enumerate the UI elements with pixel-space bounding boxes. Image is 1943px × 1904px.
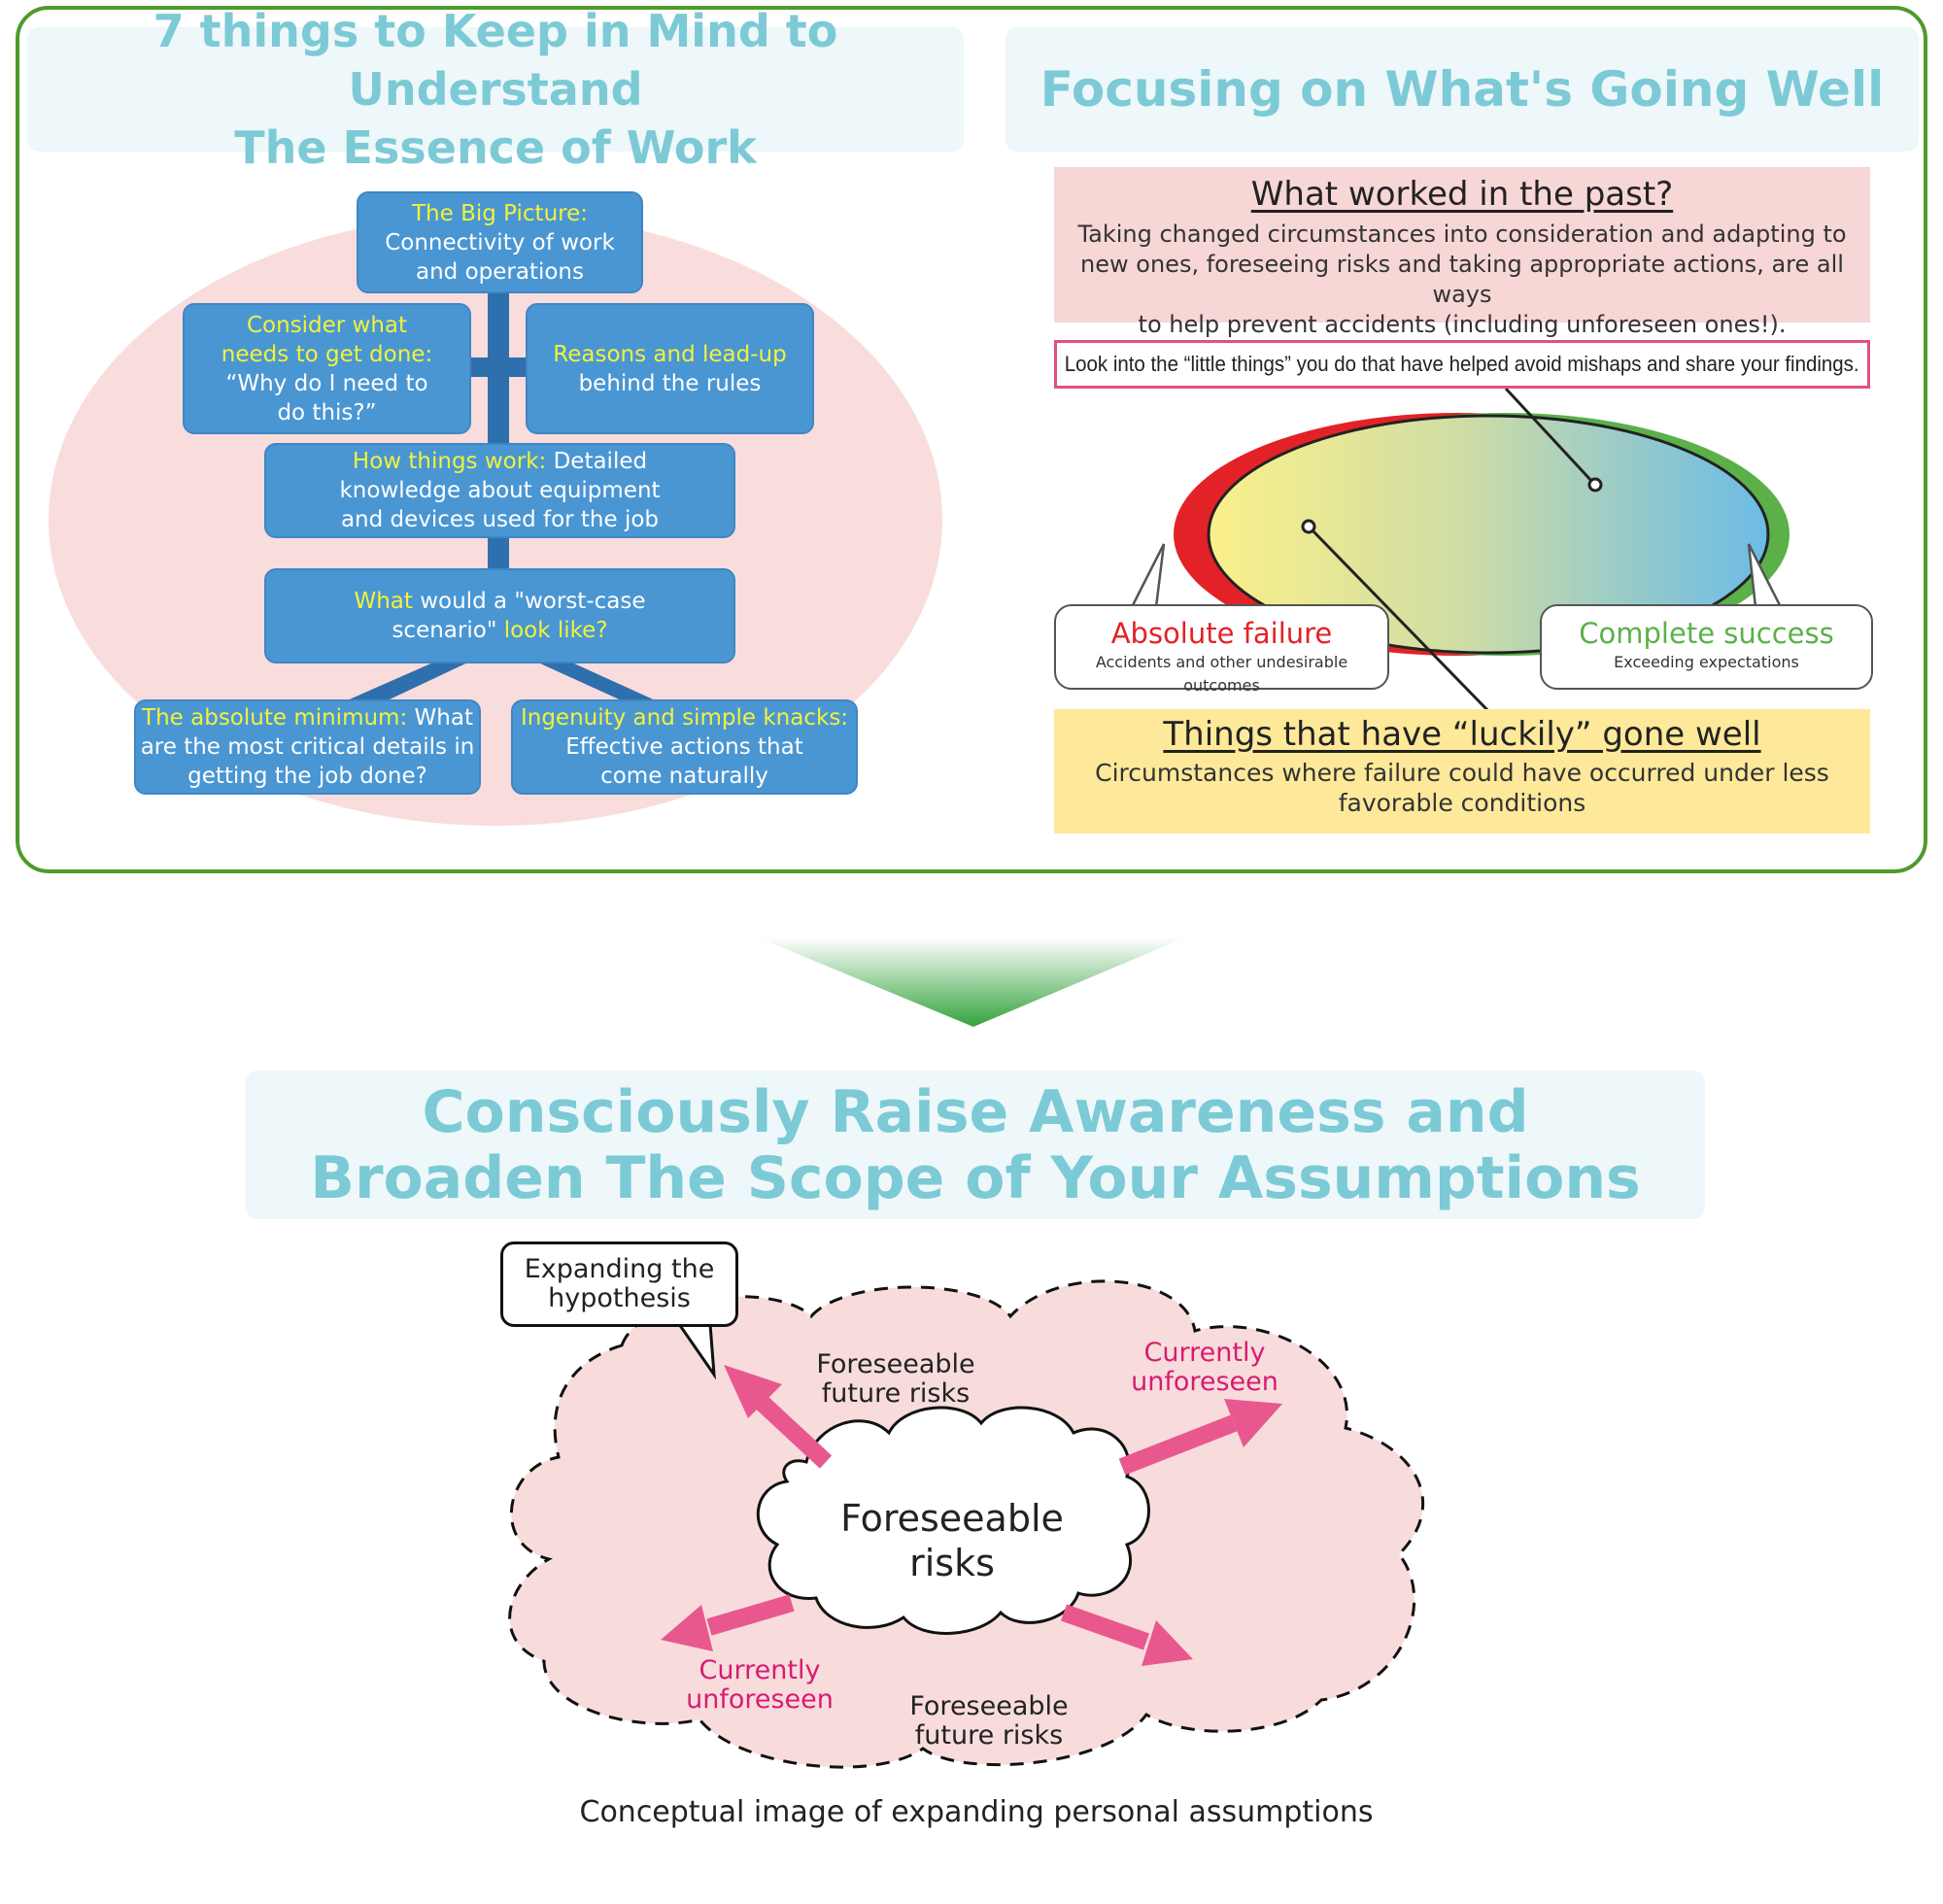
unforeseen-right-line-2: unforeseen bbox=[1131, 1367, 1278, 1397]
caption-text: Conceptual image of expanding personal a… bbox=[579, 1795, 1374, 1829]
failure-sub: Accidents and other undesirable outcomes bbox=[1095, 653, 1348, 695]
connector-horizontal bbox=[466, 357, 529, 377]
lucky-heading: Things that have “luckily” gone well bbox=[1163, 715, 1761, 754]
box-how-things-work: How things work: Detailed knowledge abou… bbox=[264, 443, 735, 538]
lucky-line-1: Circumstances where failure could have o… bbox=[1095, 759, 1829, 787]
future-top-line-1: Foreseeable bbox=[816, 1349, 975, 1379]
success-callout: Complete success Exceeding expectations bbox=[1540, 604, 1873, 690]
past-line-2: new ones, foreseeing risks and taking ap… bbox=[1080, 251, 1844, 308]
future-bottom-line-1: Foreseeable bbox=[909, 1691, 1069, 1721]
past-box: What worked in the past? Taking changed … bbox=[1054, 167, 1870, 338]
outcome-ellipse-graphics bbox=[1129, 389, 1790, 716]
bottom-caption: Conceptual image of expanding personal a… bbox=[486, 1795, 1467, 1829]
label-future-risks-bottom: Foreseeable future risks bbox=[892, 1692, 1086, 1751]
unforeseen-left-line-2: unforeseen bbox=[686, 1684, 834, 1715]
past-heading: What worked in the past? bbox=[1250, 175, 1674, 214]
consider-line-2: do this?” bbox=[277, 399, 377, 425]
arrow-right-up-icon bbox=[1118, 1399, 1282, 1476]
bottom-title-line-2: Broaden The Scope of Your Assumptions bbox=[310, 1143, 1641, 1212]
arrow-up-left-icon bbox=[724, 1365, 833, 1469]
pointer-look-into-dot bbox=[1587, 477, 1603, 493]
lucky-line-2: favorable conditions bbox=[1338, 789, 1586, 817]
worst-case-line-1: What would a "worst-case bbox=[354, 587, 645, 616]
future-bottom-line-2: future risks bbox=[914, 1720, 1064, 1751]
left-title-line-2: The Essence of Work bbox=[234, 121, 757, 174]
big-picture-line-1: Connectivity of work bbox=[385, 229, 615, 255]
success-sub: Exceeding expectations bbox=[1614, 653, 1799, 671]
worst-case-t1: would a "worst-case bbox=[412, 589, 646, 614]
big-picture-line-2: and operations bbox=[416, 258, 584, 285]
worst-case-t2: scenario" bbox=[392, 618, 504, 643]
hypothesis-line-1: Expanding the bbox=[524, 1254, 715, 1284]
how-things-line-3: and devices used for the job bbox=[340, 507, 660, 532]
reasons-highlight: Reasons and lead-up bbox=[553, 341, 787, 367]
failure-callout-tail bbox=[1129, 543, 1166, 609]
box-ingenuity: Ingenuity and simple knacks: Effective a… bbox=[511, 699, 858, 795]
future-top-line-2: future risks bbox=[821, 1378, 971, 1409]
down-arrow-icon bbox=[758, 937, 1185, 1027]
minimum-line-2: are the most critical details in bbox=[140, 734, 475, 760]
box-worst-case: What would a "worst-case scenario" look … bbox=[264, 568, 735, 663]
inner-cloud bbox=[756, 1406, 1150, 1635]
center-line-1: Foreseeable bbox=[840, 1497, 1064, 1540]
consider-line-1: “Why do I need to bbox=[225, 370, 428, 396]
down-arrow-graphics bbox=[758, 937, 1185, 1027]
success-title: Complete success bbox=[1579, 617, 1834, 650]
bottom-title-line-1: Consciously Raise Awareness and bbox=[422, 1077, 1529, 1146]
right-panel-title: Focusing on What's Going Well bbox=[1006, 27, 1919, 152]
arrow-right-down-icon bbox=[1061, 1604, 1193, 1666]
hypothesis-line-2: hypothesis bbox=[548, 1283, 691, 1313]
how-things-line-1: How things work: Detailed bbox=[353, 447, 647, 476]
ingenuity-line-2: come naturally bbox=[600, 764, 768, 789]
past-line-3: to help prevent accidents (including unf… bbox=[1138, 311, 1787, 338]
center-line-2: risks bbox=[909, 1542, 995, 1584]
past-line-1: Taking changed circumstances into consid… bbox=[1077, 221, 1847, 248]
pointer-lucky-dot bbox=[1301, 519, 1316, 534]
ingenuity-line-1: Effective actions that bbox=[565, 734, 803, 760]
failure-callout: Absolute failure Accidents and other und… bbox=[1054, 604, 1389, 695]
left-title-line-1: 7 things to Keep in Mind to Understand bbox=[153, 5, 838, 116]
how-things-highlight: How things work: bbox=[352, 449, 547, 474]
top-panel-frame bbox=[16, 6, 1927, 873]
lucky-ellipse bbox=[1207, 414, 1770, 655]
left-panel-title: 7 things to Keep in Mind to Understand T… bbox=[27, 5, 964, 174]
look-into-text: Look into the “little things” you do tha… bbox=[1065, 352, 1859, 376]
unforeseen-right-line-1: Currently bbox=[1143, 1338, 1266, 1368]
lucky-box: Things that have “luckily” gone well Cir… bbox=[1054, 709, 1870, 833]
ingenuity-highlight: Ingenuity and simple knacks: bbox=[520, 705, 849, 731]
label-future-risks-top: Foreseeable future risks bbox=[799, 1350, 993, 1409]
how-things-line-2: knowledge about equipment bbox=[339, 478, 661, 503]
bottom-title: Consciously Raise Awareness and Broaden … bbox=[246, 1071, 1705, 1219]
box-absolute-minimum: The absolute minimum: What are the most … bbox=[134, 699, 481, 795]
minimum-line-3: getting the job done? bbox=[187, 764, 427, 789]
worst-case-line-2: scenario" look like? bbox=[392, 616, 607, 645]
arrow-left-down-icon bbox=[661, 1594, 795, 1651]
box-reasons: Reasons and lead-up behind the rules bbox=[526, 303, 814, 434]
label-unforeseen-left: Currently unforeseen bbox=[672, 1656, 847, 1715]
label-unforeseen-right: Currently unforeseen bbox=[1117, 1339, 1292, 1397]
minimum-highlight: The absolute minimum: bbox=[142, 705, 408, 731]
pointer-look-into bbox=[1504, 389, 1595, 485]
worst-case-h2: look like? bbox=[503, 618, 608, 643]
big-picture-highlight: The Big Picture: bbox=[411, 200, 588, 226]
minimum-line-1: The absolute minimum: What bbox=[142, 703, 473, 732]
box-big-picture: The Big Picture: Connectivity of work an… bbox=[357, 191, 643, 293]
right-title-text: Focusing on What's Going Well bbox=[1040, 61, 1885, 118]
hypothesis-callout: Expanding the hypothesis bbox=[500, 1241, 738, 1327]
box-consider: Consider what needs to get done: “Why do… bbox=[183, 303, 471, 434]
consider-highlight-1: Consider what bbox=[246, 312, 408, 338]
pointer-lucky bbox=[1310, 527, 1493, 716]
assumption-cloud-graphics bbox=[508, 1279, 1425, 1769]
failure-title: Absolute failure bbox=[1110, 617, 1333, 650]
how-things-rest: Detailed bbox=[546, 449, 648, 474]
look-into-box: Look into the “little things” you do tha… bbox=[1054, 340, 1870, 389]
consider-highlight-2: needs to get done: bbox=[221, 341, 433, 367]
reasons-line-1: behind the rules bbox=[578, 370, 762, 396]
worst-case-h1: What bbox=[354, 589, 413, 614]
minimum-rest: What bbox=[407, 705, 473, 731]
center-foreseeable-risks: Foreseeable risks bbox=[816, 1496, 1088, 1585]
unforeseen-left-line-1: Currently bbox=[699, 1655, 821, 1685]
